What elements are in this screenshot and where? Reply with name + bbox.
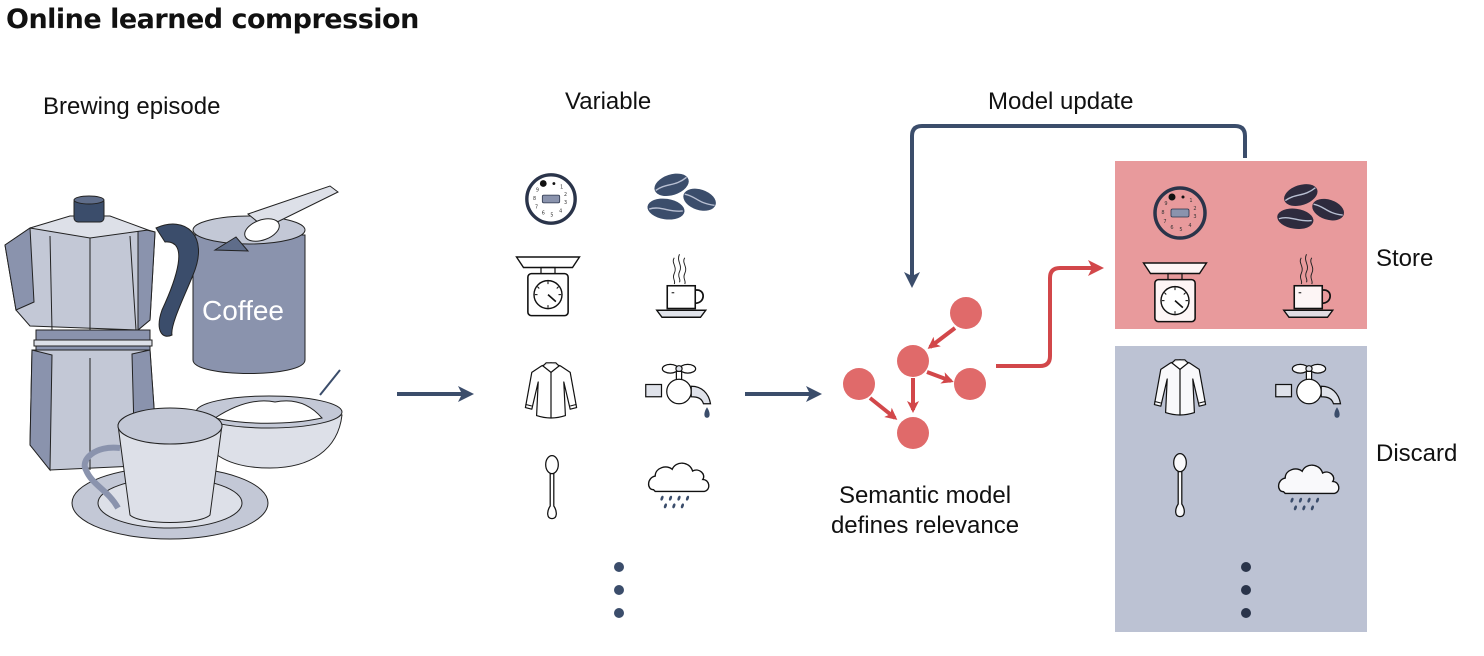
- graph-node: [897, 345, 929, 377]
- brewing-episode-illustration: Coffee: [4, 185, 343, 540]
- variable-label: Variable: [565, 88, 652, 115]
- semantic-model-label-line2: defines relevance: [830, 512, 1020, 539]
- water-tap-icon: [1275, 363, 1342, 419]
- discard-icons: [1153, 359, 1342, 618]
- shirt-icon: [1153, 359, 1207, 416]
- graph-node: [950, 297, 982, 329]
- graph-edge: [927, 326, 957, 349]
- graph-node: [954, 368, 986, 400]
- arrow-model-to-store: [996, 260, 1104, 368]
- rain-cloud-icon: [647, 462, 710, 510]
- grinder-dial-icon: [1153, 186, 1207, 240]
- coffee-beans-icon: [1275, 179, 1348, 232]
- steaming-cup-icon: [1282, 253, 1334, 319]
- semantic-model-label: Semantic model defines relevance: [800, 482, 1050, 540]
- coffee-beans-icon: [645, 168, 720, 223]
- semantic-model-label-line1: Semantic model: [838, 482, 1012, 509]
- variable-icons: [515, 168, 720, 618]
- model-update-label: Model update: [988, 88, 1134, 115]
- semantic-model-graph: [843, 297, 986, 449]
- steaming-cup-icon: [655, 253, 707, 319]
- rain-cloud-icon: [1277, 464, 1340, 512]
- graph-edge: [926, 370, 954, 384]
- brewing-episode-label: Brewing episode: [43, 93, 221, 120]
- figure-title: Online learned compression: [6, 4, 419, 35]
- kitchen-scale-icon: [515, 256, 581, 317]
- coffee-can-text: Coffee: [202, 295, 284, 326]
- water-tap-icon: [645, 363, 712, 419]
- kitchen-scale-icon: [1142, 262, 1208, 323]
- spoon-icon: [1172, 452, 1188, 518]
- arrow-model-update-feedback: [904, 124, 1247, 288]
- graph-edge: [868, 396, 898, 420]
- ellipsis-icon: [614, 562, 624, 618]
- discard-label: Discard: [1376, 440, 1458, 467]
- ellipsis-icon: [1241, 562, 1251, 618]
- coffee-cup: [71, 407, 269, 540]
- store-icons: [1142, 179, 1348, 323]
- spoon-icon: [545, 454, 559, 520]
- shirt-icon: [524, 362, 578, 419]
- grinder-dial-icon: [525, 173, 577, 225]
- coffee-can: Coffee: [192, 185, 339, 374]
- store-label: Store: [1376, 245, 1434, 272]
- graph-node: [843, 368, 875, 400]
- graph-node: [897, 417, 929, 449]
